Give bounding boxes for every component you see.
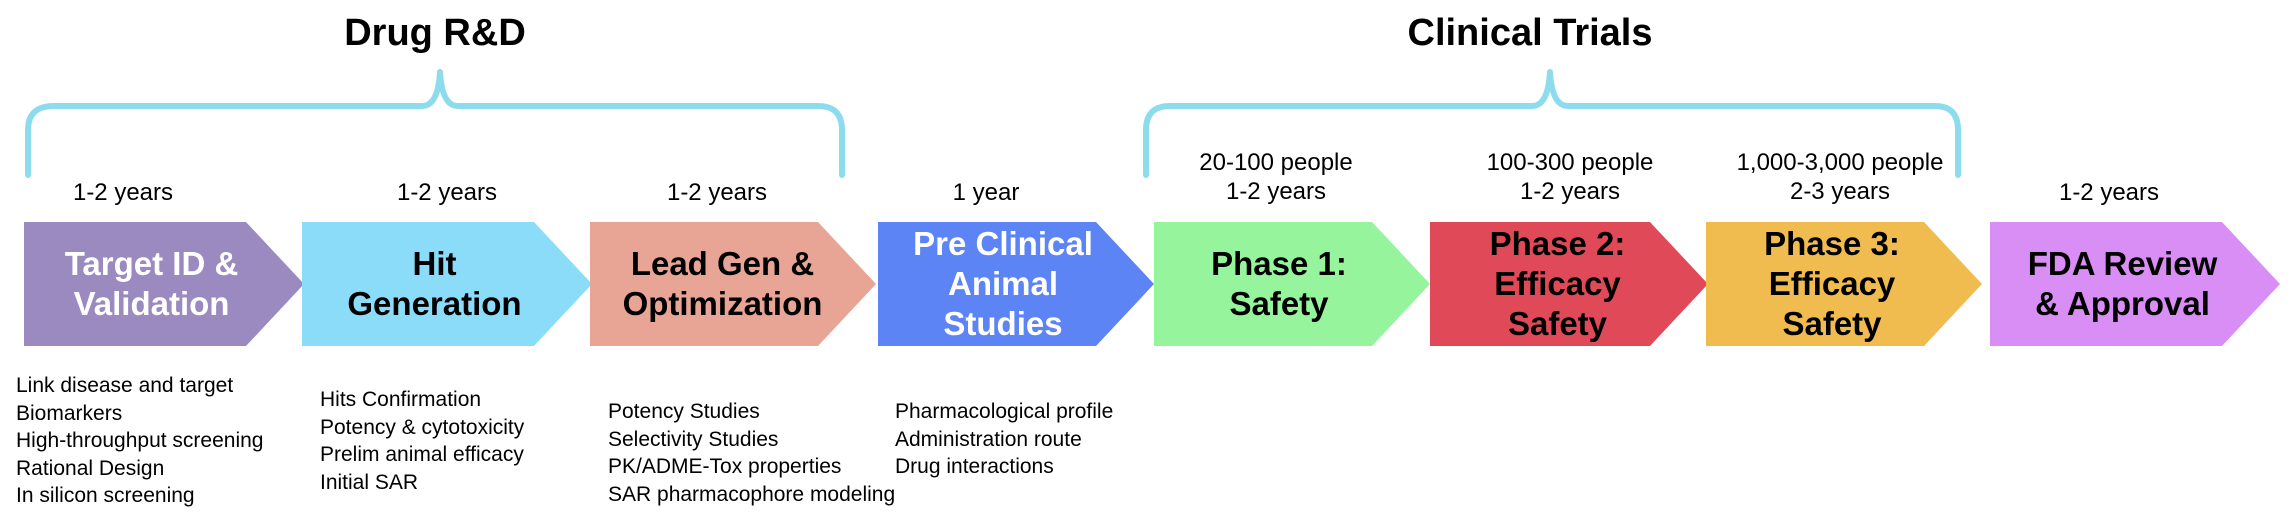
clinical-trials-bracket (1143, 69, 1961, 178)
duration-hit: 1-2 years (396, 179, 498, 206)
details-preclinical: Pharmacological profile Administration r… (895, 398, 1113, 481)
list-item: Potency & cytotoxicity (320, 415, 525, 439)
stage-label-lead: Lead Gen & Optimization (622, 245, 823, 322)
arrow-shape (1430, 222, 1708, 346)
arrow-shape (590, 222, 876, 346)
list-item: Link disease and target (16, 374, 234, 397)
arrow-shape (302, 222, 592, 346)
drug-rd-title: Drug R&D (344, 12, 526, 54)
stage-label-target: Target ID & Validation (64, 245, 239, 322)
details-target: Link disease and target Biomarkers High-… (16, 372, 264, 510)
stage-arrow-phase1: Phase 1: Safety (1154, 222, 1430, 346)
list-item: Pharmacological profile (895, 400, 1114, 423)
arrow-shape (1706, 222, 1982, 346)
clinical-trials-title: Clinical Trials (1407, 12, 1653, 54)
stage-label-phase2: Phase 2: Efficacy Safety (1489, 225, 1626, 342)
stage-arrow-target: Target ID & Validation (24, 222, 304, 346)
list-item: Prelim animal efficacy (320, 443, 524, 466)
stage-arrow-phase3: Phase 3: Efficacy Safety (1706, 222, 1982, 346)
details-lead: Potency Studies Selectivity Studies PK/A… (608, 398, 895, 508)
stage-label-fda: FDA Review & Approval (2027, 245, 2218, 322)
drug-rd-bracket (25, 69, 845, 178)
duration-preclinical: 1 year (952, 179, 1020, 206)
stage-label-phase3: Phase 3: Efficacy Safety (1764, 225, 1900, 342)
duration-lead: 1-2 years (666, 179, 768, 206)
stage-arrow-lead: Lead Gen & Optimization (590, 222, 876, 346)
stage-label-phase1: Phase 1: Safety (1211, 245, 1347, 322)
list-item: Initial SAR (320, 470, 419, 494)
list-item: Rational Design (16, 456, 165, 480)
list-item: Drug interactions (895, 455, 1054, 478)
phase-brackets (25, 69, 1961, 178)
list-item: PK/ADME-Tox properties (608, 455, 842, 478)
list-item: Administration route (895, 427, 1082, 451)
arrow-shape (1154, 222, 1430, 346)
arrow-shape (1990, 222, 2280, 346)
list-item: SAR pharmacophore modeling (608, 482, 896, 506)
stage-arrow-hit: Hit Generation (302, 222, 592, 346)
stage-arrow-fda: FDA Review & Approval (1990, 222, 2280, 346)
duration-phase3: 1,000-3,000 people 2-3 years (1736, 149, 1944, 205)
duration-target: 1-2 years (72, 179, 174, 206)
list-item: High-throughput screening (16, 429, 264, 452)
list-item: Hits Confirmation (320, 388, 482, 411)
duration-phase2: 100-300 people 1-2 years (1486, 149, 1654, 205)
duration-phase1: 20-100 people 1-2 years (1199, 149, 1353, 205)
details-hit: Hits Confirmation Potency & cytotoxicity… (320, 386, 524, 496)
arrow-shape (24, 222, 304, 346)
stage-arrow-phase2: Phase 2: Efficacy Safety (1430, 222, 1708, 346)
list-item: In silicon screening (16, 484, 195, 507)
stage-arrow-preclinical: Pre Clinical Animal Studies (878, 222, 1154, 346)
duration-fda: 1-2 years (2058, 179, 2160, 206)
list-item: Selectivity Studies (608, 427, 779, 451)
stage-label-preclinical: Pre Clinical Animal Studies (913, 225, 1093, 342)
list-item: Biomarkers (16, 401, 123, 425)
stage-label-hit: Hit Generation (347, 245, 522, 322)
arrow-shape (878, 222, 1154, 346)
list-item: Potency Studies (608, 400, 760, 423)
